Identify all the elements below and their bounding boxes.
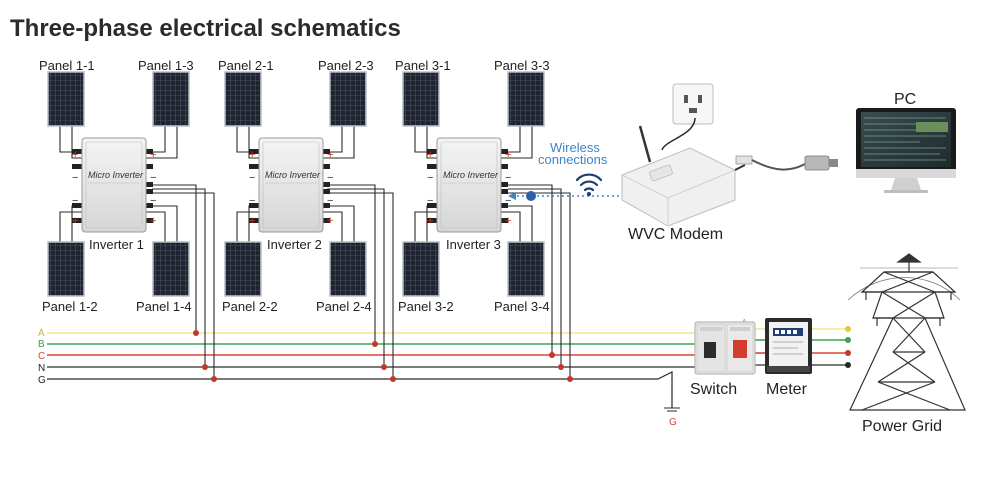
energy-meter-icon	[765, 318, 812, 374]
ground-label: G	[669, 417, 677, 428]
svg-text:+: +	[72, 149, 78, 161]
svg-text:−: −	[72, 195, 78, 207]
solar-panel-icon	[152, 71, 190, 127]
panel-label-3-1: Panel 3-1	[395, 58, 451, 73]
antenna-node	[526, 191, 536, 201]
solar-panel-icon	[329, 71, 367, 127]
micro-inverter	[81, 137, 147, 233]
svg-text:−: −	[427, 195, 433, 207]
wifi-icon	[575, 173, 603, 196]
svg-text:+: +	[505, 149, 511, 161]
inverter-group-1: Micro Inverter + + − − − − + + Panel 1-1 Pan…	[39, 58, 194, 314]
phase-label-b: B	[38, 339, 45, 350]
svg-text:−: −	[150, 195, 156, 207]
svg-text:−: −	[505, 195, 511, 207]
inverter-label-2: Inverter 2	[267, 237, 322, 252]
svg-text:+: +	[72, 215, 78, 227]
switch-label: Switch	[690, 381, 737, 398]
solar-panel-icon	[507, 241, 545, 297]
wireless-label-line1: Wireless	[550, 140, 600, 155]
solar-panel-icon	[402, 71, 440, 127]
svg-text:−: −	[327, 195, 333, 207]
panel-label-1-2: Panel 1-2	[42, 299, 98, 314]
polarity-marks: + + − − − − + +	[427, 149, 511, 227]
usb-cable-icon	[735, 155, 838, 171]
svg-text:−: −	[427, 172, 433, 184]
solar-panel-icon	[507, 71, 545, 127]
svg-text:+: +	[249, 215, 255, 227]
phase-bus	[47, 328, 848, 412]
micro-inverter	[258, 137, 324, 233]
modem-label: WVC Modem	[628, 226, 723, 243]
solar-panel-icon	[224, 71, 262, 127]
inverter-device-text: Micro Inverter	[88, 170, 144, 180]
solar-panel-icon	[152, 241, 190, 297]
svg-text:−: −	[249, 172, 255, 184]
panel-label-1-3: Panel 1-3	[138, 58, 194, 73]
panel-label-1-1: Panel 1-1	[39, 58, 95, 73]
pc-label: PC	[894, 91, 916, 108]
inverter-group-3: Micro Inverter + + − − − − + + Panel 3-1 Pan…	[395, 58, 550, 314]
breaker-switch-icon	[694, 321, 756, 375]
panel-label-3-4: Panel 3-4	[494, 299, 550, 314]
svg-text:−: −	[249, 195, 255, 207]
panel-label-2-3: Panel 2-3	[318, 58, 374, 73]
svg-text:+: +	[427, 215, 433, 227]
pc-monitor-icon	[856, 108, 956, 193]
svg-text:−: −	[150, 172, 156, 184]
svg-text:+: +	[150, 149, 156, 161]
svg-text:−: −	[505, 172, 511, 184]
solar-panel-icon	[47, 241, 85, 297]
micro-inverter	[436, 137, 502, 233]
phase-label-a: A	[38, 328, 45, 339]
svg-text:+: +	[327, 215, 333, 227]
inverter-device-text: Micro Inverter	[443, 170, 499, 180]
page-title: Three-phase electrical schematics	[10, 15, 401, 42]
panel-label-1-4: Panel 1-4	[136, 299, 192, 314]
phase-label-g: G	[38, 375, 46, 386]
grid-terminals	[845, 326, 851, 368]
panel-label-3-3: Panel 3-3	[494, 58, 550, 73]
wall-outlet-icon	[661, 83, 714, 151]
svg-text:−: −	[72, 172, 78, 184]
panel-label-2-2: Panel 2-2	[222, 299, 278, 314]
panel-label-2-1: Panel 2-1	[218, 58, 274, 73]
solar-panel-icon	[329, 241, 367, 297]
solar-panel-icon	[47, 71, 85, 127]
solar-panel-icon	[402, 241, 440, 297]
panel-label-2-4: Panel 2-4	[316, 299, 372, 314]
polarity-marks: + + − − − − + +	[249, 149, 333, 227]
wire-g	[47, 371, 673, 408]
polarity-marks: + + − − − − + +	[72, 149, 156, 227]
inverter-label-3: Inverter 3	[446, 237, 501, 252]
svg-text:+: +	[327, 149, 333, 161]
panel-label-3-2: Panel 3-2	[398, 299, 454, 314]
inverter-group-2: Micro Inverter + + − − − − + + Panel 2-1 Pan…	[218, 58, 374, 314]
power-tower-icon	[847, 253, 966, 411]
inverter-label-1: Inverter 1	[89, 237, 144, 252]
phase-labels-left: A B C N G	[38, 328, 46, 386]
svg-text:+: +	[249, 149, 255, 161]
svg-text:+: +	[505, 215, 511, 227]
wireless-link: Wireless connections	[508, 140, 620, 201]
power-grid-label: Power Grid	[862, 418, 942, 435]
meter-label: Meter	[766, 381, 808, 398]
svg-text:+: +	[427, 149, 433, 161]
junction-nodes	[193, 330, 573, 382]
wireless-label-line2: connections	[538, 152, 608, 167]
solar-panel-icon	[224, 241, 262, 297]
phase-label-c: C	[38, 351, 45, 362]
wvc-modem-device	[621, 125, 746, 227]
inverter-device-text: Micro Inverter	[265, 170, 321, 180]
svg-text:+: +	[150, 215, 156, 227]
phase-label-n: N	[38, 363, 45, 374]
svg-text:−: −	[327, 172, 333, 184]
